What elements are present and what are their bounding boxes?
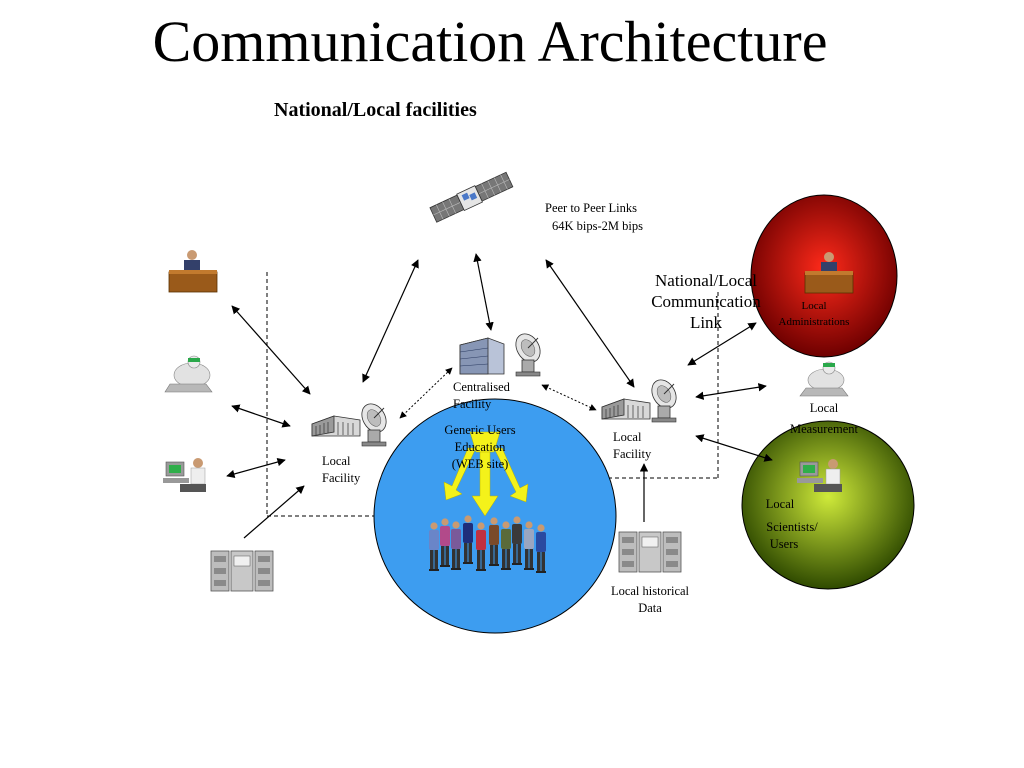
national-link-line-3: Link (689, 313, 723, 332)
centralised-facility-label: Centralised Facility (453, 379, 510, 413)
peer-links-label-2: 64K bips-2M bips (552, 219, 643, 233)
right-local-facility-icon (601, 375, 682, 423)
generic-line-1: Generic Users (444, 423, 516, 437)
diagram-subtitle: National/Local facilities (274, 99, 477, 121)
generic-users-circle (373, 398, 617, 634)
left-data-storage-icon (210, 550, 274, 592)
link-arrows (226, 253, 773, 479)
measurement-technician-icon (164, 355, 213, 393)
local-scientist-computer-icon (797, 459, 842, 492)
local-measurement-label: Local Measurement (774, 398, 874, 440)
local-facility-right-line-2: Facility (613, 447, 652, 461)
local-measurement-line-2: Measurement (789, 422, 859, 436)
education-arrows (443, 431, 529, 517)
local-admin-line-2: Administrations (778, 316, 850, 328)
centralised-facility-icon (459, 329, 546, 377)
local-measurement-line-1: Local (809, 401, 839, 415)
local-scientists-circle (741, 420, 915, 590)
left-local-facility-icon (311, 399, 392, 447)
local-scientists-label: Local Scientists/ Users (744, 496, 844, 553)
peer-links-label-1: Peer to Peer Links (545, 201, 637, 215)
local-scientists-line-3: Users (769, 537, 799, 551)
satellite-icon (429, 171, 514, 223)
national-link-line-1: National/Local (655, 271, 757, 290)
local-facility-right-label: Local Facility (613, 429, 651, 463)
historical-line-2: Data (638, 601, 662, 615)
scientist-computer-icon (163, 458, 206, 492)
generic-line-3: (WEB site) (451, 457, 509, 471)
local-scientists-line-2: Scientists/ (766, 520, 818, 534)
historical-line-1: Local historical (610, 584, 690, 598)
local-measurement-icon (799, 361, 849, 397)
local-administrations-label: Local Administrations (764, 298, 864, 330)
administrator-desk-icon (168, 250, 218, 293)
centralised-line-1: Centralised (453, 380, 510, 394)
local-facility-left-line-2: Facility (322, 471, 361, 485)
local-historical-data-label: Local historical Data (598, 583, 702, 617)
local-facility-right-line-1: Local (613, 430, 642, 444)
centralised-line-2: Facility (453, 397, 492, 411)
dotted-links (399, 367, 597, 419)
national-link-line-2: Communication (651, 292, 761, 311)
local-scientists-line-1: Local (765, 497, 795, 511)
local-admin-line-1: Local (801, 300, 827, 312)
generic-users-label: Generic Users Education (WEB site) (430, 422, 530, 473)
national-link-label: National/Local Communication Link (638, 270, 774, 333)
page-title: Communication Architecture (152, 9, 828, 74)
local-facility-left-line-1: Local (322, 454, 351, 468)
left-storage-arrow (243, 485, 305, 539)
local-historical-data-icon (618, 531, 682, 573)
local-facility-left-label: Local Facility (322, 453, 360, 487)
generic-line-2: Education (454, 440, 506, 454)
local-admin-desk-icon (804, 252, 854, 294)
